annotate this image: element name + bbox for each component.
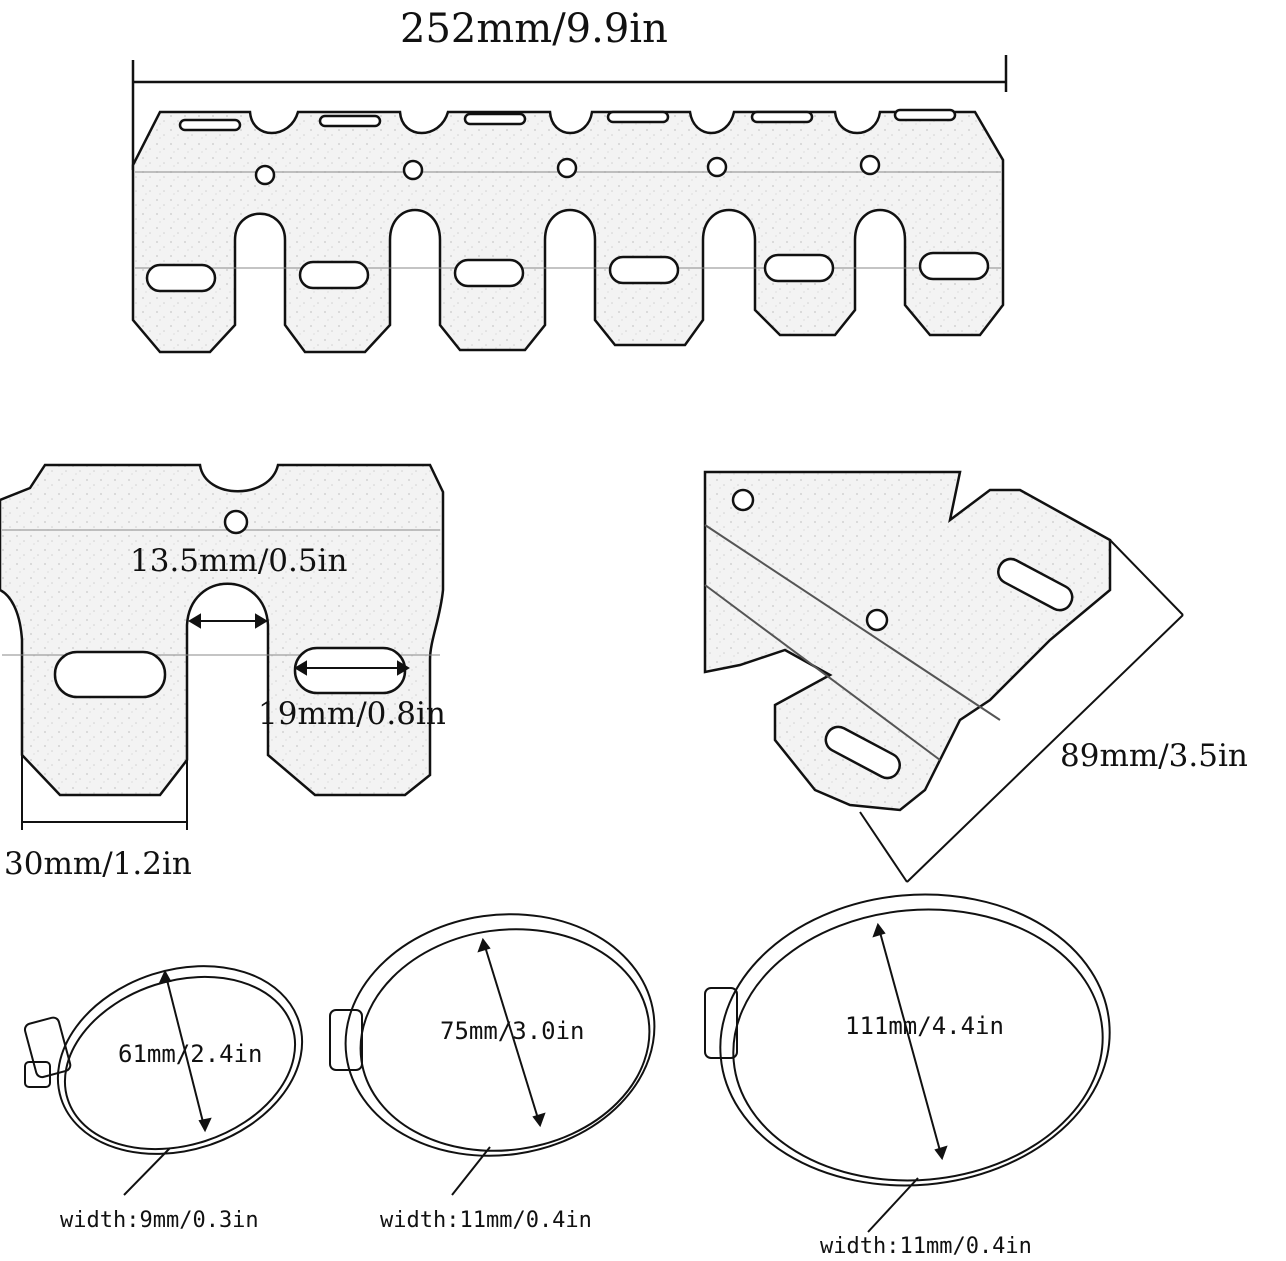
hose-clamp-medium [329, 913, 656, 1196]
clamp-small-width-label: width:9mm/0.3in [60, 1208, 259, 1233]
finger-width-label: 30mm/1.2in [4, 846, 192, 882]
angled-shield-outline [703, 470, 1112, 812]
gap-width-label: 13.5mm/0.5in [130, 543, 348, 579]
slot-dimension-arrow [294, 660, 410, 676]
slot-length-label: 19mm/0.8in [258, 696, 446, 732]
clamp-medium-width-label: width:11mm/0.4in [380, 1208, 592, 1233]
clamp-large-diameter-label: 111mm/4.4in [845, 1012, 1004, 1040]
hose-clamp-large [704, 893, 1111, 1233]
clamp-small-diameter-label: 61mm/2.4in [118, 1040, 263, 1068]
detail-view [0, 463, 445, 830]
length-dimension-line [131, 55, 1008, 170]
guard-length-label: 252mm/9.9in [400, 6, 668, 52]
heat-shield-outline [131, 110, 1005, 354]
clamp-large-width-label: width:11mm/0.4in [820, 1234, 1032, 1259]
heat-shield-top-view [131, 55, 1008, 354]
shield-height-label: 89mm/3.5in [1060, 738, 1248, 774]
clamp-medium-diameter-label: 75mm/3.0in [440, 1017, 585, 1045]
height-dimension-line [859, 539, 1184, 883]
hose-clamp-small [23, 965, 304, 1196]
angled-view [703, 470, 1184, 883]
finger-width-dimension [21, 715, 188, 830]
gap-dimension-arrow [188, 613, 268, 629]
detail-upper-edge [0, 463, 445, 797]
